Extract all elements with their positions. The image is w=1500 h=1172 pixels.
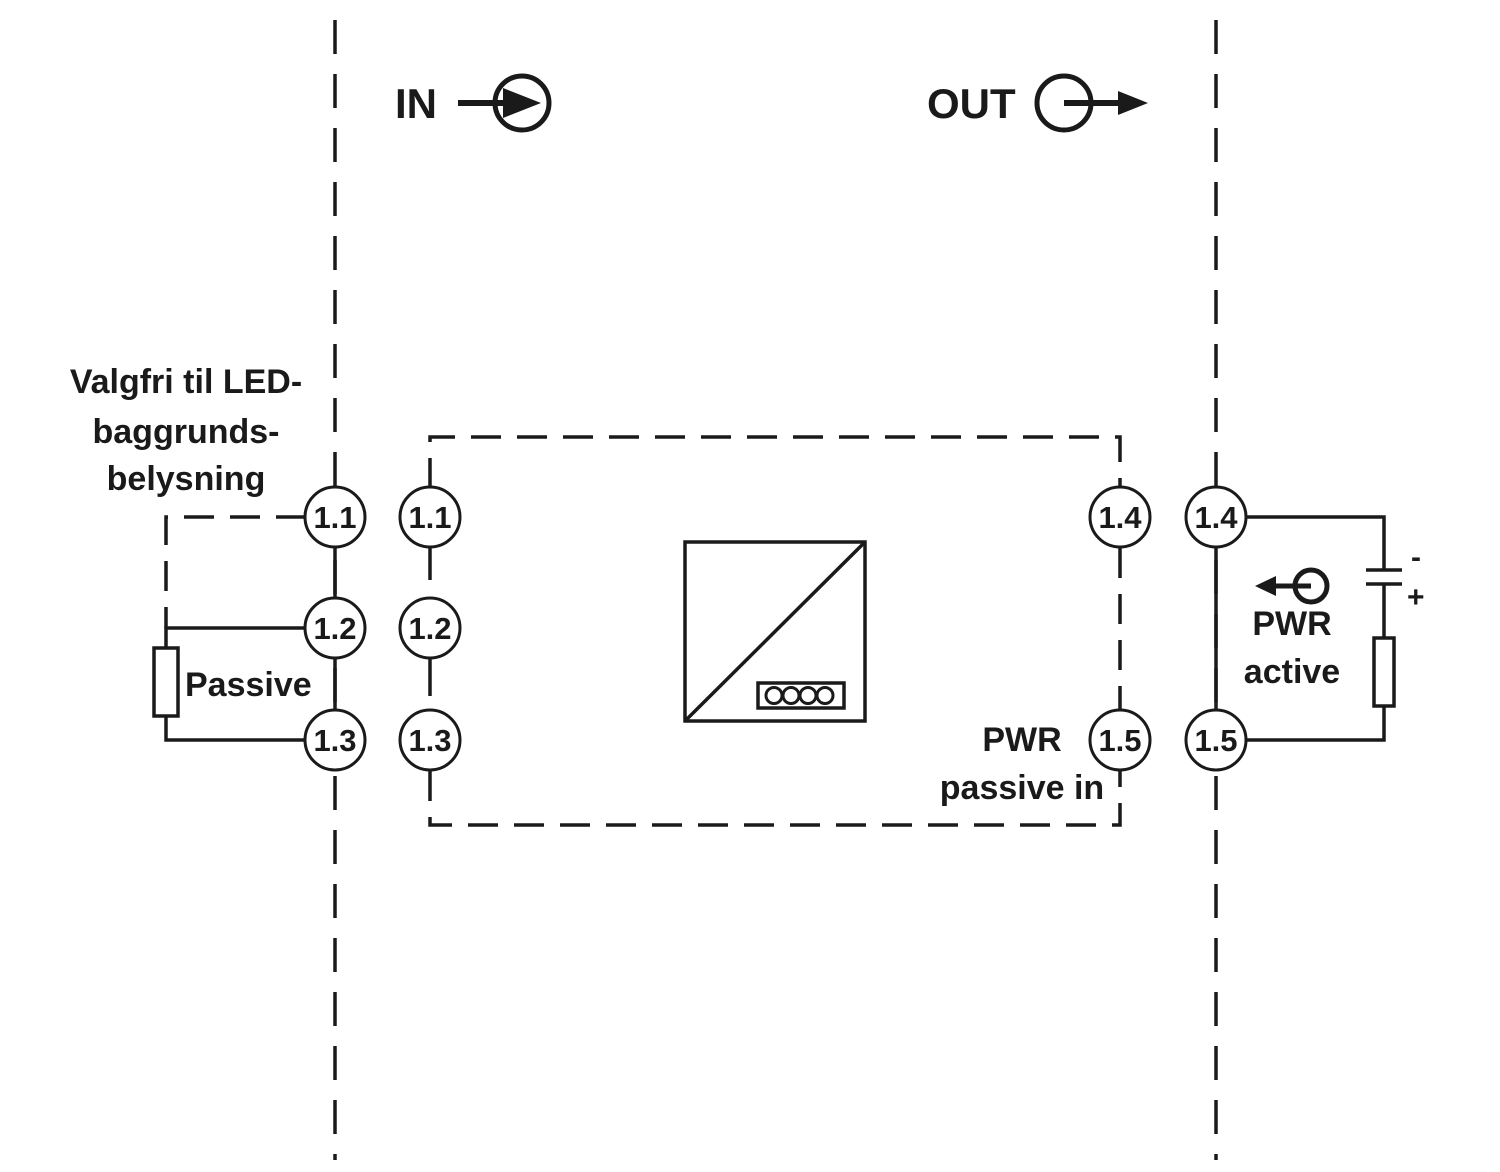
terminal-left-ext-1-3: 1.3 xyxy=(303,708,367,772)
svg-text:1.4: 1.4 xyxy=(1098,500,1142,535)
terminal-right-int-1-5: 1.5 xyxy=(1088,708,1152,772)
pwr-passive-label-line1: PWR xyxy=(982,721,1061,759)
battery-plus-sign: + xyxy=(1407,581,1425,614)
svg-text:1.2: 1.2 xyxy=(408,611,451,646)
led-option-wire xyxy=(164,515,306,628)
terminal-left-int-1-1: 1.1 xyxy=(398,485,462,549)
svg-text:1.2: 1.2 xyxy=(313,611,356,646)
pwr-passive-label-line2: passive in xyxy=(940,769,1104,807)
terminal-left-int-1-2: 1.2 xyxy=(398,596,462,660)
svg-text:1.5: 1.5 xyxy=(1098,723,1141,758)
isolator-symbol-icon xyxy=(683,540,867,723)
led-note-line3: belysning xyxy=(107,460,266,498)
svg-text:1.4: 1.4 xyxy=(1194,500,1238,535)
passive-resistor-icon xyxy=(152,646,180,718)
svg-text:1.5: 1.5 xyxy=(1194,723,1237,758)
pwr-active-label-line1: PWR xyxy=(1252,605,1331,643)
terminal-right-ext-1-5: 1.5 xyxy=(1184,708,1248,772)
device-boundary-bottom xyxy=(428,771,1122,827)
svg-text:1.1: 1.1 xyxy=(408,500,451,535)
device-boundary-top xyxy=(428,435,1122,488)
active-loop-top-wire xyxy=(1246,515,1386,570)
in-arrow-icon xyxy=(458,73,552,133)
led-note-line2: baggrunds- xyxy=(93,413,280,451)
svg-text:1.1: 1.1 xyxy=(313,500,356,535)
in-label: IN xyxy=(395,80,437,127)
terminal-left-ext-1-2: 1.2 xyxy=(303,596,367,660)
terminal-right-int-1-4: 1.4 xyxy=(1088,485,1152,549)
terminal-right-ext-1-4: 1.4 xyxy=(1184,485,1248,549)
terminal-left-ext-1-1: 1.1 xyxy=(303,485,367,549)
pwr-active-arrow-icon xyxy=(1255,567,1330,605)
passive-label: Passive xyxy=(185,666,312,704)
out-arrow-icon xyxy=(1034,73,1148,133)
active-loop-bottom-wire xyxy=(1246,706,1386,742)
led-note-line1: Valgfri til LED- xyxy=(70,363,302,401)
battery-minus-sign: - xyxy=(1411,541,1421,574)
svg-text:1.3: 1.3 xyxy=(408,723,451,758)
terminal-left-int-1-3: 1.3 xyxy=(398,708,462,772)
active-resistor-icon xyxy=(1372,636,1396,708)
passive-sensor-top-wire xyxy=(164,626,306,648)
out-label: OUT xyxy=(927,80,1016,127)
passive-sensor-bottom-wire xyxy=(164,716,306,742)
svg-text:1.3: 1.3 xyxy=(313,723,356,758)
pwr-active-label-line2: active xyxy=(1244,653,1340,691)
